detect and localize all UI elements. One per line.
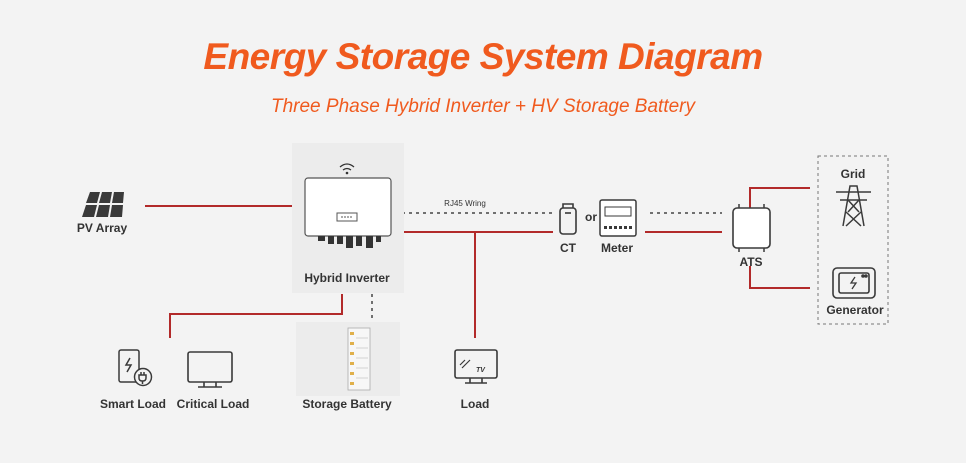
communication-lines: [371, 212, 722, 322]
smart-load-line: [169, 294, 343, 338]
ats-to-grid-line: [749, 187, 810, 210]
source-group-box: [817, 155, 889, 325]
grid-label: Grid: [840, 167, 866, 181]
svg-text:TV: TV: [476, 367, 486, 374]
ct-clamp-icon: [559, 203, 577, 235]
critical-load-label: Critical Load: [176, 397, 250, 411]
storage-battery-label: Storage Battery: [302, 397, 392, 411]
smart-load-label: Smart Load: [99, 397, 167, 411]
solar-panel-icon: [82, 192, 124, 217]
connection-lines: [145, 187, 810, 338]
ats-icon: [732, 204, 771, 252]
ats-to-generator-line: [749, 266, 810, 289]
ats-label: ATS: [739, 255, 763, 269]
diagram-subtitle: Three Phase Hybrid Inverter + HV Storage…: [270, 96, 695, 117]
tv-icon: TV: [454, 349, 498, 384]
storage-battery-icon: [296, 322, 400, 396]
pv-array-label: PV Array: [76, 221, 128, 235]
transmission-tower-icon: [836, 185, 871, 227]
meter-label: Meter: [600, 241, 634, 255]
generator-icon: [832, 267, 876, 299]
rj45-label: RJ45 Wring: [444, 199, 486, 208]
monitor-icon: [187, 351, 233, 388]
ct-label: CT: [560, 241, 576, 255]
hybrid-inverter-icon: [292, 143, 404, 293]
meter-icon: [599, 199, 637, 237]
load-label: Load: [460, 397, 490, 411]
diagram-title: Energy Storage System Diagram: [203, 36, 763, 77]
smart-load-icon: [118, 349, 153, 387]
or-label: or: [585, 210, 597, 224]
hybrid-inverter-label: Hybrid Inverter: [304, 271, 390, 285]
generator-label: Generator: [826, 303, 884, 317]
